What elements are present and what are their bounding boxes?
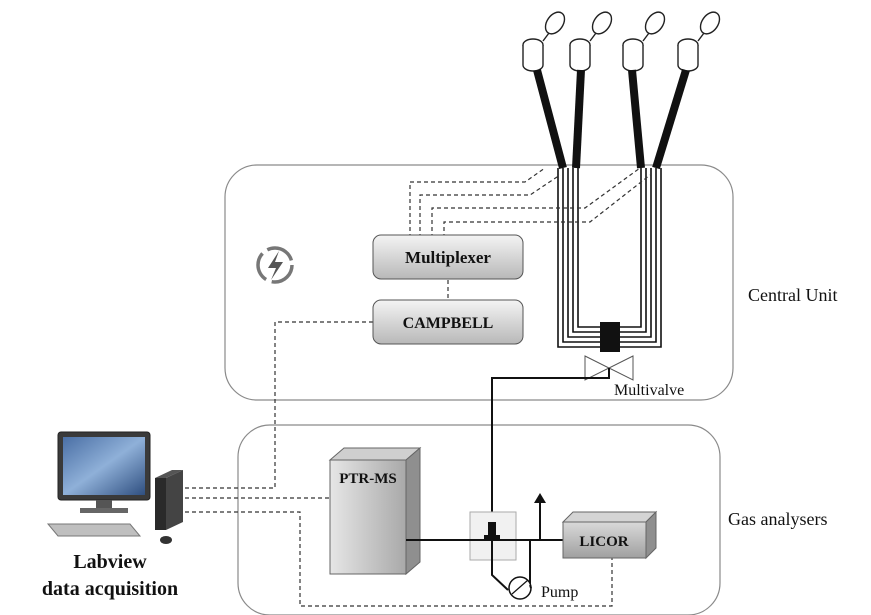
multiplexer-label: Multiplexer [405,248,491,267]
pump-icon [508,576,532,600]
gas-analysers-box [237,424,721,615]
exhaust-arrow-icon [534,493,546,503]
multivalve [584,322,634,381]
gas-flow-lines [406,500,563,591]
signal-lines [185,167,651,607]
multiplexer-box: Multiplexer [372,234,524,280]
central-unit-box [224,164,734,401]
chamber-tubes [533,68,690,170]
chamber-icon [522,11,721,72]
power-bolt-icon [256,246,294,284]
multivalve-label: Multivalve [614,382,684,399]
licor-instrument: LICOR [561,510,658,560]
central-unit-label: Central Unit [748,285,837,305]
desktop-computer-icon [46,431,183,544]
pump-label: Pump [541,584,578,601]
computer-label-line2: data acquisition [42,578,178,600]
splitter-connector [484,522,500,541]
computer-label-line1: Labview [73,551,147,573]
ptrms-label: PTR-MS [339,471,397,487]
gas-analysers-label: Gas analysers [728,509,827,529]
sample-line [491,368,610,530]
licor-label: LICOR [579,534,628,550]
campbell-label: CAMPBELL [403,315,494,332]
ptrms-instrument: PTR-MS [328,446,422,576]
gas-lines-bundle [557,168,662,348]
campbell-box: CAMPBELL [372,299,524,345]
